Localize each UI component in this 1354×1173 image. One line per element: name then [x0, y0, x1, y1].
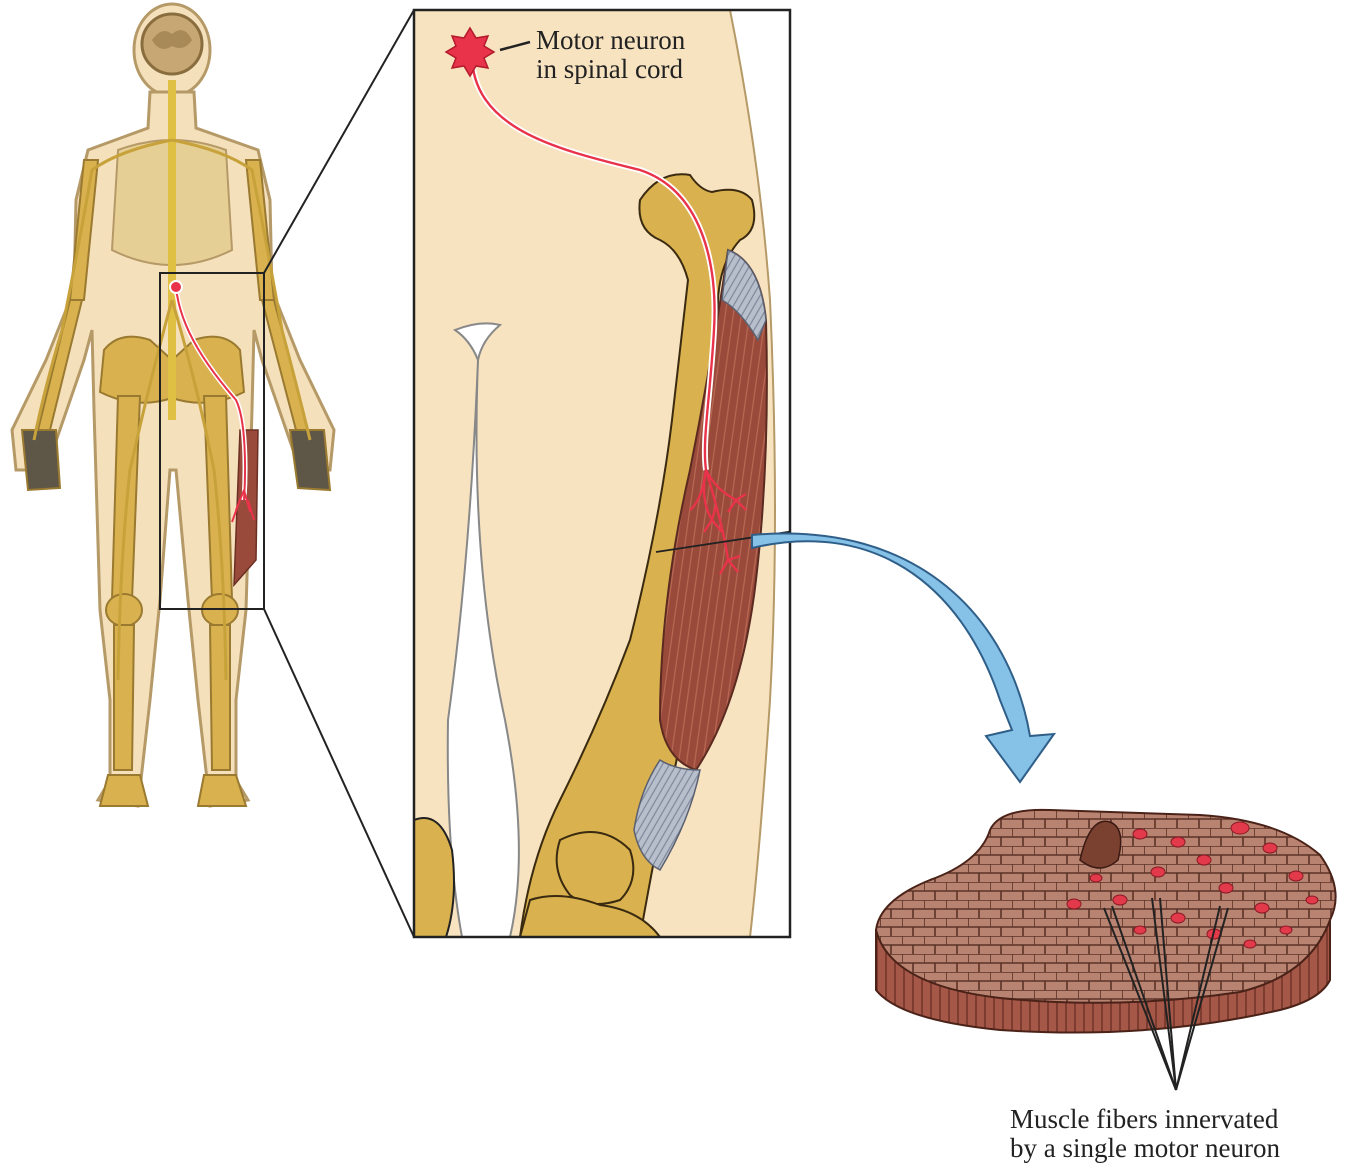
muscle-fibers-label: Muscle fibers innervated by a single mot… — [1010, 1105, 1280, 1163]
leg-detail-panel — [414, 10, 790, 937]
zoom-connector-lines — [264, 10, 414, 937]
muscle-fibers-label-line1: Muscle fibers innervated — [1010, 1105, 1280, 1134]
muscle-cross-section — [876, 810, 1336, 1090]
muscle-fibers-label-line2: by a single motor neuron — [1010, 1134, 1280, 1163]
cross-section-arrow — [752, 534, 1054, 782]
brain — [142, 14, 202, 74]
motor-neuron-label-line1: Motor neuron — [536, 26, 685, 55]
human-body-figure — [12, 4, 334, 806]
motor-neuron-label-line2: in spinal cord — [536, 55, 685, 84]
motor-neuron-label: Motor neuron in spinal cord — [536, 26, 685, 84]
